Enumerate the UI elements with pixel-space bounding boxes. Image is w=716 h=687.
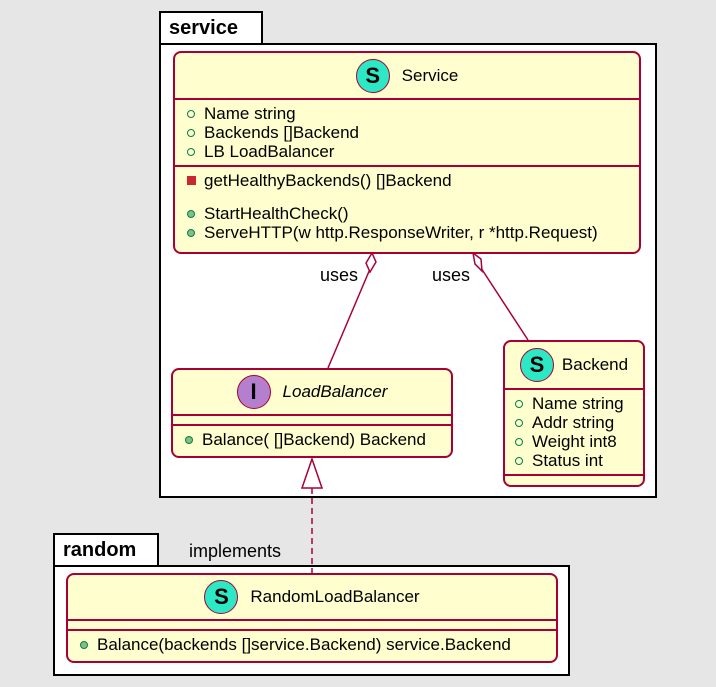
method-row: Balance( []Backend) Backend [183,430,441,449]
backend-fields: Name string Addr string Weight int8 Stat… [505,390,643,476]
field-row: Addr string [513,413,635,432]
randomloadbalancer-empty-fields [68,621,556,631]
private-method-icon [185,176,197,185]
implements-label: implements [189,541,282,561]
uses-label-backend: uses [432,265,471,285]
public-method-icon [185,209,197,218]
public-field-icon [513,437,525,446]
field-row: Backends []Backend [185,123,629,142]
field-row: Name string [185,104,629,123]
package-tab-random: random [53,533,159,567]
public-field-icon [185,128,197,137]
method-row: StartHealthCheck() [185,204,629,223]
loadbalancer-empty-fields [173,416,451,426]
uses-label-lb: uses [320,265,359,285]
loadbalancer-name: LoadBalancer [282,382,388,401]
package-label-random: random [63,539,137,561]
public-field-icon [513,418,525,427]
service-class[interactable]: S Service Name string Backends []Backend… [173,51,641,254]
public-field-icon [185,147,197,156]
service-methods: getHealthyBackends() []Backend StartHeal… [175,167,639,246]
package-label-service: service [169,17,238,39]
backend-class-header: S Backend [505,342,643,390]
field-row: Name string [513,394,635,413]
randomloadbalancer-name: RandomLoadBalancer [250,587,420,606]
public-field-icon [185,109,197,118]
public-method-icon [185,228,197,237]
public-field-icon [513,456,525,465]
interface-spot-icon: I [236,375,271,409]
randomloadbalancer-header: S RandomLoadBalancer [68,575,556,621]
field-row: Weight int8 [513,432,635,451]
struct-spot-icon: S [519,348,554,382]
loadbalancer-header: I LoadBalancer [173,370,451,416]
public-method-icon [183,435,195,444]
struct-spot-icon: S [355,58,390,93]
method-row: ServeHTTP(w http.ResponseWriter, r *http… [185,223,629,242]
field-row: LB LoadBalancer [185,142,629,161]
field-row: Status int [513,451,635,470]
service-class-name: Service [401,65,459,85]
public-method-icon [78,640,90,649]
method-row: getHealthyBackends() []Backend [185,171,629,190]
randomloadbalancer-methods: Balance(backends []service.Backend) serv… [68,631,556,658]
backend-class-name: Backend [561,355,629,374]
service-class-header: S Service [175,53,639,100]
randomloadbalancer-class[interactable]: S RandomLoadBalancer Balance(backends []… [66,573,558,663]
struct-spot-icon: S [204,580,239,614]
service-fields: Name string Backends []Backend LB LoadBa… [175,100,639,167]
package-tab-service: service [159,11,263,45]
method-row: Balance(backends []service.Backend) serv… [78,635,546,654]
backend-empty-methods [505,476,643,486]
loadbalancer-methods: Balance( []Backend) Backend [173,426,451,453]
loadbalancer-interface[interactable]: I LoadBalancer Balance( []Backend) Backe… [171,368,453,458]
backend-class[interactable]: S Backend Name string Addr string Weight… [503,340,645,487]
public-field-icon [513,399,525,408]
